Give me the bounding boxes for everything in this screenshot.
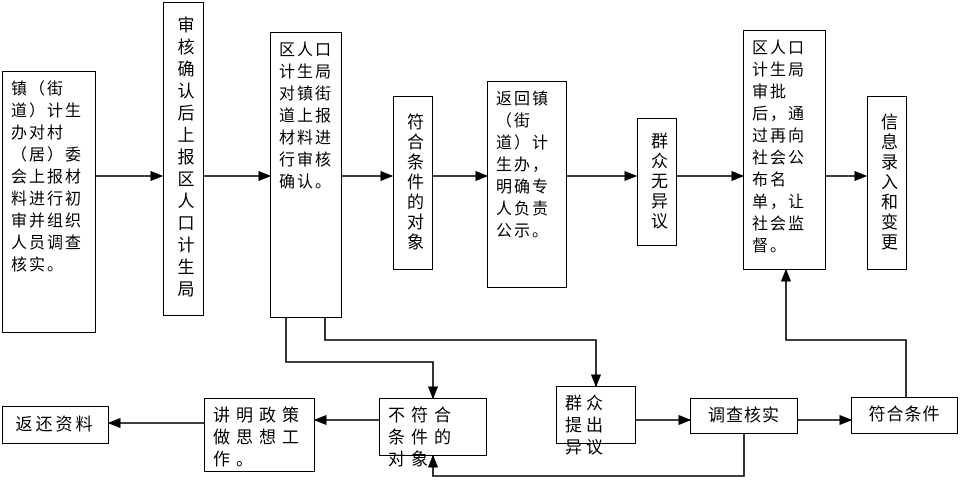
node-return-town-text: 返回镇（街道）计生办，明确专人负责公示。: [496, 89, 551, 240]
node-no-objection: 群众无异议: [637, 118, 677, 246]
arrow-eligible-to-publish: [780, 268, 907, 397]
node-county-approve: 审核确认后上报区人口计生局: [163, 2, 204, 316]
arrow-district-to-objection: [324, 318, 602, 388]
node-eligible-bottom-text: 符合条件: [868, 405, 941, 425]
node-info-entry-text: 信息录入和变更: [877, 113, 897, 253]
node-district-verify: 区人口计生局对镇街道上报材料进行审核确认。: [270, 32, 342, 318]
node-eligible-top: 符合条件的对象: [393, 96, 433, 270]
node-objection: 群众提出异议: [556, 386, 636, 458]
node-objection-text: 群众提出异议: [565, 394, 607, 458]
arrow-district-to-ineligible: [285, 318, 439, 400]
node-village-review-text: 镇（街道）计生办对村（居）委会上报材料进行初审并组织人员调查核实。: [11, 79, 84, 274]
node-ineligible-text: 不符合条件的对象: [388, 406, 457, 470]
node-eligible-bottom: 符合条件: [851, 397, 958, 434]
node-return-town: 返回镇（街道）计生办，明确专人负责公示。: [487, 81, 567, 288]
arrow-investigate-to-ineligible: [427, 433, 745, 477]
node-return-materials-text: 返还资料: [15, 414, 96, 435]
node-ineligible: 不符合条件的对象: [379, 398, 487, 470]
node-village-review: 镇（街道）计生办对村（居）委会上报材料进行初审并组织人员调查核实。: [2, 71, 96, 333]
node-county-approve-text: 审核确认后上报区人口计生局: [173, 16, 194, 302]
node-eligible-top-text: 符合条件的对象: [403, 113, 423, 253]
node-return-materials: 返还资料: [2, 406, 109, 444]
node-district-verify-text: 区人口计生局对镇街道上报材料进行审核确认。: [279, 40, 334, 191]
node-no-objection-text: 群众无异议: [647, 132, 667, 232]
node-explain-policy-text: 讲明政策做思想工作。: [213, 406, 305, 470]
node-info-entry: 信息录入和变更: [867, 96, 907, 270]
node-district-publish: 区人口计生局审批后，通过再向社会公布名单，让社会监督。: [743, 30, 826, 270]
node-investigate: 调查核实: [690, 398, 798, 434]
node-district-publish-text: 区人口计生局审批后，通过再向社会公布名单，让社会监督。: [752, 38, 807, 255]
node-explain-policy: 讲明政策做思想工作。: [204, 398, 315, 472]
node-investigate-text: 调查核实: [708, 405, 780, 426]
